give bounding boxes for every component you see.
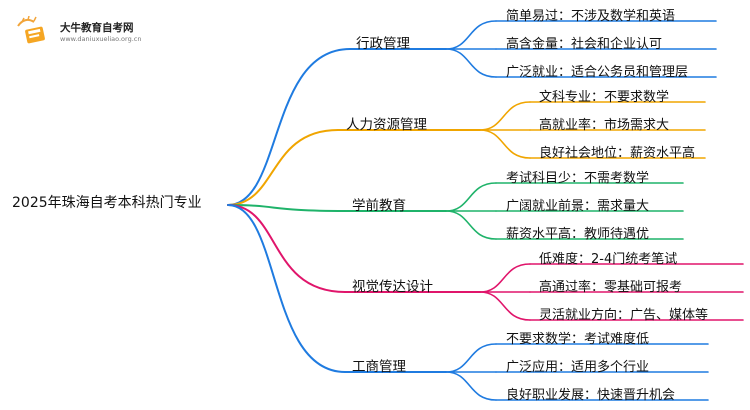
root-to-branch-1-connector: [227, 129, 339, 206]
branch-1-leaf-0: 文科专业：不要求数学: [539, 90, 670, 105]
branch-0-leaf-1: 高含金量：社会和企业认可: [506, 37, 663, 52]
branch-2-leaf-1: 广阔就业前景：需求量大: [506, 199, 650, 214]
branch-3-leaf-2-connector: [479, 291, 531, 321]
logo: 大牛教育自考网 www.daniuxueliao.org.cn: [14, 16, 144, 48]
logo-name: 大牛教育自考网: [60, 22, 134, 34]
branch-4-leaf-2-connector: [445, 371, 497, 401]
logo-url: www.daniuxueliao.org.cn: [60, 35, 142, 43]
branch-0-label: 行政管理: [356, 36, 410, 52]
branch-4-leaf-0: 不要求数学：考试难度低: [506, 332, 650, 347]
branch-3-leaf-0: 低难度：2-4门统考笔试: [539, 252, 678, 267]
branch-0-leaf-0-connector: [445, 20, 497, 50]
book-logo-icon: [17, 16, 45, 44]
branch-4-leaf-1: 广泛应用：适用多个行业: [506, 360, 650, 375]
root-to-branch-3-connector: [227, 204, 346, 293]
branch-2-label: 学前教育: [352, 198, 406, 214]
branch-2-leaf-2: 薪资水平高：教师待遇优: [506, 227, 650, 242]
branch-3-leaf-1: 高通过率：零基础可报考: [539, 280, 683, 295]
branch-0-leaf-2-connector: [445, 48, 497, 78]
branch-2-leaf-0-connector: [445, 182, 497, 212]
branch-2-leaf-0: 考试科目少：不需考数学: [506, 171, 650, 186]
root-to-branch-4-connector: [227, 204, 346, 373]
branch-1-leaf-0-connector: [479, 101, 531, 131]
branch-3-leaf-0-connector: [479, 263, 531, 293]
branch-0-leaf-0: 简单易过：不涉及数学和英语: [506, 9, 676, 24]
branch-1-leaf-1: 高就业率：市场需求大: [539, 118, 670, 133]
root-to-branch-0-connector: [227, 48, 351, 206]
root-to-branch-2-connector: [227, 204, 346, 212]
root-topic: 2025年珠海自考本科热门专业: [12, 195, 202, 211]
branch-3-leaf-2: 灵活就业方向：广告、媒体等: [539, 308, 709, 323]
branch-0-leaf-2: 广泛就业：适合公务员和管理层: [506, 65, 689, 80]
branch-1-leaf-2: 良好社会地位：薪资水平高: [539, 146, 696, 161]
branch-4-label: 工商管理: [352, 359, 406, 375]
branch-4-leaf-0-connector: [445, 343, 497, 373]
branch-4-leaf-2: 良好职业发展：快速晋升机会: [506, 388, 676, 403]
branch-1-label: 人力资源管理: [346, 117, 427, 133]
branch-2-leaf-2-connector: [445, 210, 497, 240]
branch-1-leaf-2-connector: [479, 129, 531, 159]
branch-3-label: 视觉传达设计: [352, 279, 433, 295]
